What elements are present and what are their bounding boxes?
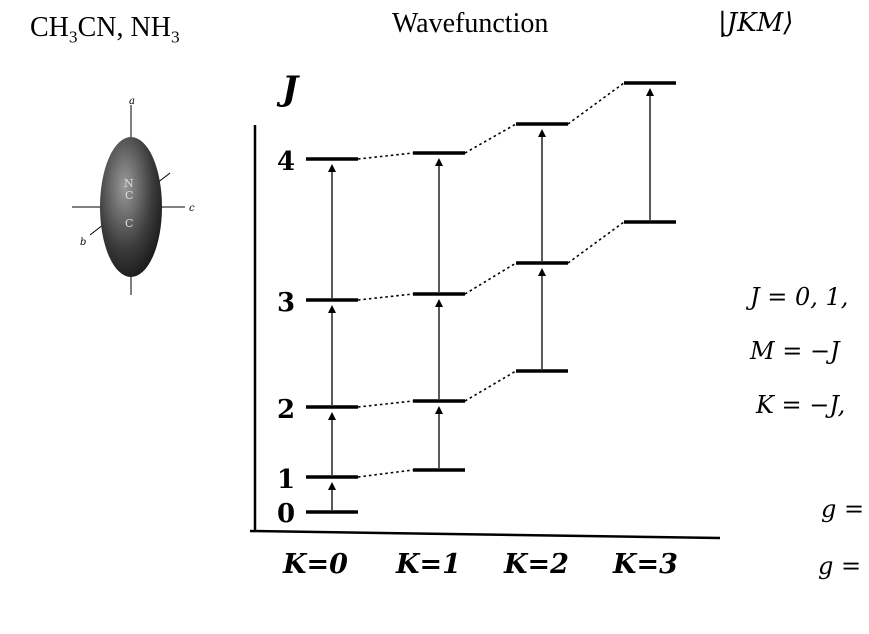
k-label-1: K=1 [395,549,461,580]
j-label-3: 3 [277,288,295,318]
connector-j4-k0-k1 [357,152,414,160]
connector-j4-k2-k3 [567,82,625,125]
molecule-body [100,137,162,277]
equation-degeneracy-1: g = [821,495,865,523]
equation-degeneracy-2: g = [818,552,862,580]
connector-j2-k0-k1 [357,400,414,408]
connector-j3-k0-k1 [357,293,414,301]
title: Wavefunction [392,8,549,39]
molecules-label: CH3CN, NH3 [30,12,180,47]
connector-j3-k2-k3 [567,221,625,264]
connector-j2-k1-k2 [464,370,517,402]
j-label-0: 0 [277,499,295,529]
axis-label-a: a [129,96,135,107]
equation-j-range: J = 0, 1, [750,283,849,311]
atom-label-n: N [124,177,134,190]
j-label-4: 4 [277,147,295,177]
k-label-0: K=0 [282,549,348,580]
equation-k-range: K = −J, [756,391,846,419]
ket-notation: |JKM⟩ [718,8,794,38]
atom-label-c2: C [125,217,133,230]
atom-label-c1: C [125,189,133,202]
axis-label-c: c [189,203,195,214]
y-axis-label: J [276,69,300,109]
connector-j1-k0-k1 [357,469,414,478]
molecule-ellipsoid: a b c N C C [72,96,195,295]
connector-j4-k1-k2 [464,123,517,154]
energy-levels [306,81,676,514]
equation-m-range: M = −J [750,337,840,365]
k-label-2: K=2 [503,549,569,580]
j-label-1: 1 [277,465,295,495]
axis-label-b: b [80,237,86,248]
connector-j3-k1-k2 [464,262,517,295]
k-label-3: K=3 [612,549,678,580]
j-label-2: 2 [277,395,295,425]
x-axis [249,529,721,540]
